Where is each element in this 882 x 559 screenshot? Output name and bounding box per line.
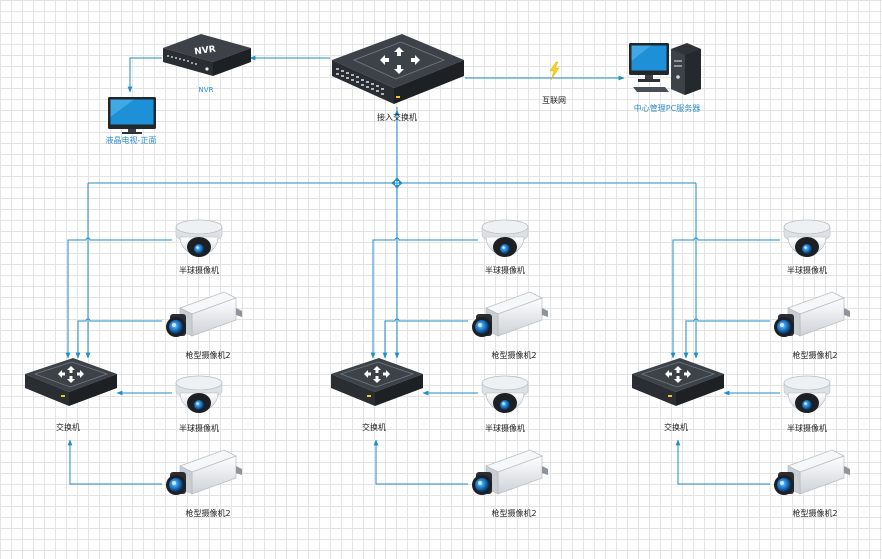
camera-label: 半球摄像机 — [179, 423, 219, 433]
switch-middle-label: 交换机 — [362, 422, 386, 432]
dome-camera-left-1[interactable] — [175, 219, 223, 258]
dome-camera-right-1[interactable] — [783, 219, 831, 258]
camera-label: 枪型摄像机2 — [185, 350, 230, 360]
dome-camera-right-2[interactable] — [783, 375, 831, 414]
switch-right-label: 交换机 — [664, 422, 688, 432]
nvr-badge: NVR — [194, 45, 217, 58]
camera-label: 枪型摄像机2 — [185, 508, 230, 518]
bullet-camera-left-1[interactable] — [165, 291, 243, 338]
core-switch-label: 接入交换机 — [377, 112, 417, 122]
bullet-camera-middle-2[interactable] — [471, 449, 549, 496]
bullet-camera-left-2[interactable] — [165, 449, 243, 496]
junction-node — [391, 109, 403, 189]
switch-middle[interactable] — [330, 357, 424, 407]
camera-label: 枪型摄像机2 — [491, 508, 536, 518]
nvr-label: NVR — [199, 86, 214, 94]
camera-label: 半球摄像机 — [787, 265, 827, 275]
camera-label: 半球摄像机 — [787, 423, 827, 433]
nvr-device[interactable]: NVR — [163, 34, 251, 76]
monitor-device[interactable] — [108, 97, 156, 134]
group-middle: 交换机 半球摄像机 枪型摄像机2 半球摄像机 枪型摄像机2 — [330, 219, 549, 518]
bullet-camera-right-1[interactable] — [773, 291, 851, 338]
core-switch[interactable] — [332, 34, 464, 104]
camera-label: 枪型摄像机2 — [792, 350, 837, 360]
internet-label: 互联网 — [542, 96, 566, 105]
camera-label: 枪型摄像机2 — [491, 350, 536, 360]
switch-left-label: 交换机 — [56, 422, 80, 432]
camera-label: 枪型摄像机2 — [792, 508, 837, 518]
dome-camera-middle-2[interactable] — [481, 375, 529, 414]
lightning-icon — [549, 61, 560, 81]
switch-left[interactable] — [24, 357, 118, 407]
monitor-label: 液晶电视-正面 — [106, 135, 157, 145]
dome-camera-left-2[interactable] — [175, 375, 223, 414]
dome-camera-middle-1[interactable] — [481, 219, 529, 258]
group-left: 交换机 半球摄像机 枪型摄像机2 半球摄像机 枪型摄像机2 — [24, 219, 243, 518]
group-right: 交换机 半球摄像机 枪型摄像机2 半球摄像机 枪型摄像机2 — [631, 219, 851, 518]
camera-label: 半球摄像机 — [179, 265, 219, 275]
camera-label: 半球摄像机 — [485, 423, 525, 433]
camera-label: 半球摄像机 — [485, 265, 525, 275]
server-device[interactable] — [629, 43, 701, 95]
bullet-camera-right-2[interactable] — [773, 449, 851, 496]
server-label: 中心管理PC服务器 — [634, 103, 700, 113]
switch-right[interactable] — [631, 357, 725, 407]
connection-lines — [65, 55, 780, 485]
bullet-camera-middle-1[interactable] — [471, 291, 549, 338]
